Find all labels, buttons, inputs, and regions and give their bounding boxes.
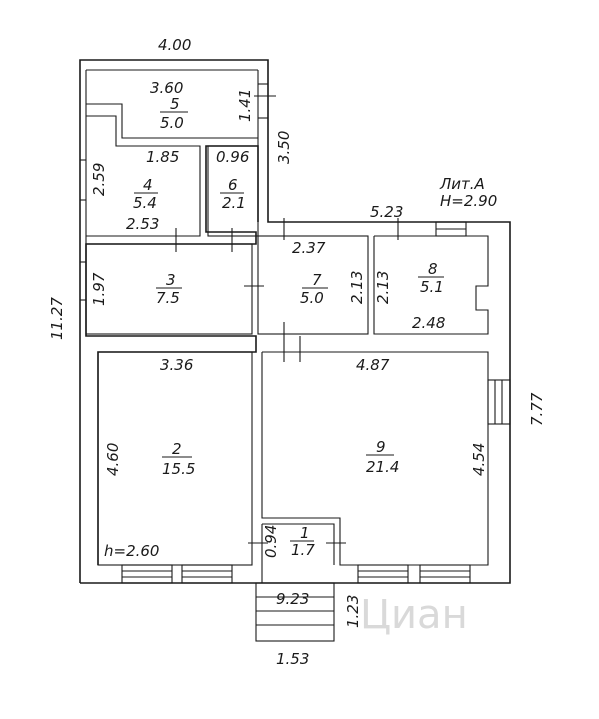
room-2-width: 3.36 [160,356,193,374]
room-5-width: 3.60 [150,79,183,97]
room-4-height: 2.59 [90,163,108,196]
plan-height: H=2.90 [440,192,497,210]
room-7-width: 2.37 [292,239,326,257]
room-5-height: 1.41 [236,89,254,122]
dim-porch-width: 1.53 [276,650,309,668]
room-9-number: 9 [376,438,386,456]
dim-right-height: 7.77 [528,392,546,426]
room-1-height: 0.94 [262,525,280,558]
room-2-number: 2 [172,440,182,458]
room-1-area: 1.7 [291,541,315,559]
room-7-number: 7 [312,271,322,289]
room-3-number: 3 [166,271,176,289]
room-8-number: 8 [428,260,438,278]
room-9-outline [261,351,489,566]
dim-bottom: 9.23 [276,590,309,608]
room-9-area: 21.4 [366,458,399,476]
room-6-area: 2.1 [222,194,246,212]
room-1-number: 1 [300,524,310,542]
room-6-outline [207,145,259,237]
room-4-area: 5.4 [133,194,157,212]
room-6-width: 0.96 [216,148,249,166]
room-5-area: 5.0 [160,114,184,132]
room-4-width: 1.85 [146,148,179,166]
plan-letter: Лит.А [439,175,485,193]
room-6-number: 6 [228,176,238,194]
room-5-outline [86,103,258,139]
windows [80,83,511,584]
room-9-width: 4.87 [356,356,390,374]
room-3-outline [85,243,253,335]
room-3-height: 1.97 [90,272,108,306]
room-8-height: 2.13 [374,271,392,304]
room-1-outline [261,523,335,583]
room-7-outline [257,235,369,335]
watermark: Циан [360,592,468,638]
room-4-number: 4 [143,176,153,194]
room-2-area: 15.5 [162,460,195,478]
dim-right-width: 5.23 [370,203,403,221]
dim-left-height: 11.27 [48,297,66,340]
room-4-outline [86,115,201,237]
room-7-area: 5.0 [300,289,324,307]
room-8-area: 5.1 [420,278,444,296]
room-8-outline [373,235,489,335]
room-5-number: 5 [170,95,180,113]
room-2-outline [97,351,253,566]
ceiling-height: h=2.60 [104,542,159,560]
room-9-height: 4.54 [470,443,488,476]
dim-top-width: 4.00 [158,36,191,54]
room-8-width: 2.48 [412,314,445,332]
dim-porch-height: 1.23 [344,595,362,628]
door-marks [175,95,399,544]
room-7-height: 2.13 [348,271,366,304]
room-4-bottom: 2.53 [126,215,159,233]
porch-stairs [255,582,335,642]
room-3-area: 7.5 [156,289,180,307]
room-2-height: 4.60 [104,443,122,476]
dim-top-height: 3.50 [275,131,293,164]
